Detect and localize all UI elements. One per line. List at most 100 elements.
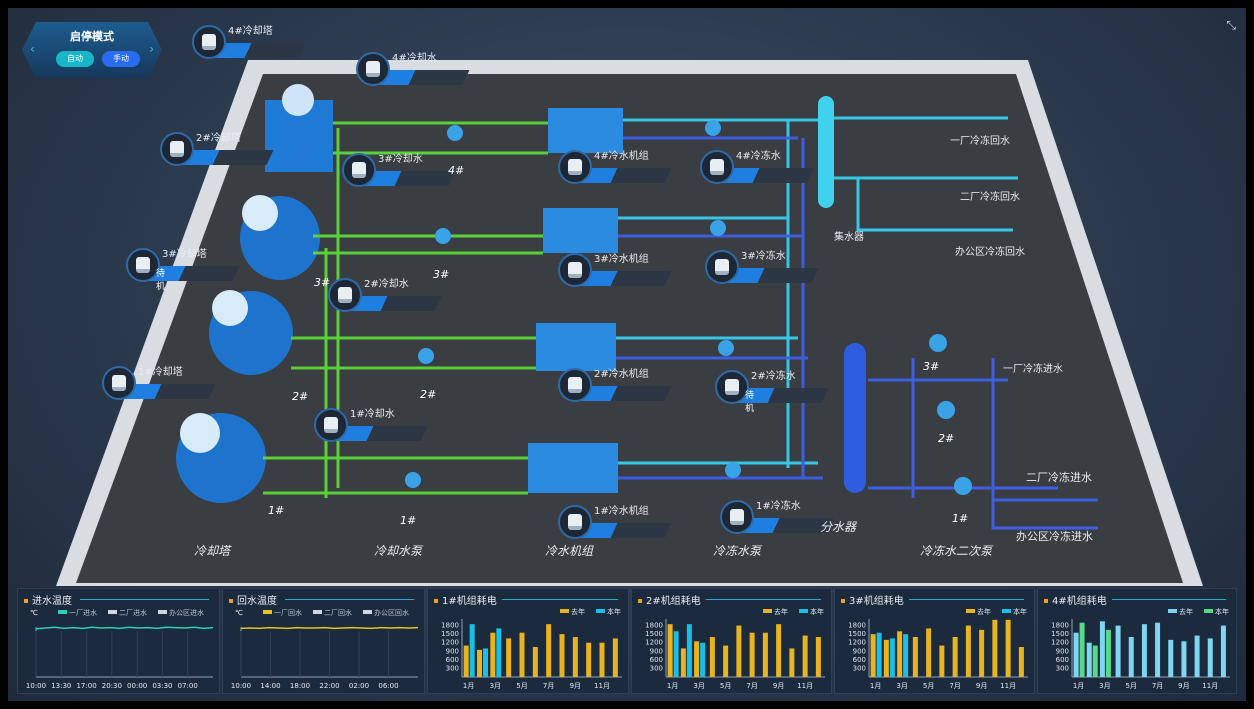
pump-number: 1# — [952, 512, 969, 525]
equipment-label: 3#冷水机组 — [594, 254, 649, 265]
device-icon — [558, 150, 592, 184]
pump-number: 2# — [938, 432, 955, 445]
y-tick-label: 1200 — [441, 639, 459, 647]
category-cooling-pump: 冷却水泵 — [374, 544, 423, 558]
pump-number: 3# — [923, 360, 940, 373]
title-divider — [285, 599, 414, 600]
legend-swatch — [1002, 609, 1011, 613]
x-tick-label: 3月 — [490, 682, 501, 690]
x-tick-label: 3月 — [1099, 682, 1110, 690]
equipment-label: 4#冷却水 — [392, 53, 437, 64]
pump-number: 2# — [420, 388, 437, 401]
device-icon — [160, 132, 194, 166]
category-chilled-pump: 冷冻水泵 — [713, 544, 762, 558]
category-cooling-tower: 冷却塔 — [194, 544, 231, 558]
category-divider: 分水器 — [820, 520, 857, 534]
equipment-label: 1#冷水机组 — [594, 506, 649, 517]
bar-去年-10月 — [1194, 635, 1200, 677]
bar-去年-7月 — [1155, 622, 1161, 677]
device-icon — [192, 25, 226, 59]
equipment-label: 3#冷冻水 — [741, 251, 786, 262]
equipment-label: 1#冷却水 — [350, 409, 395, 420]
bar-去年-11月 — [1005, 619, 1011, 677]
bar-去年-1月 — [1073, 632, 1079, 677]
x-tick-label: 18:00 — [290, 682, 310, 690]
x-tick-label: 06:00 — [378, 682, 398, 690]
legend-label: 办公区回水 — [374, 608, 409, 617]
series-line-一厂进水 — [35, 626, 214, 630]
bar-去年-2月 — [680, 648, 686, 677]
x-tick-label: 5月 — [923, 682, 934, 690]
legend-label: 二厂进水 — [119, 608, 147, 617]
legend-label: 办公区进水 — [169, 608, 204, 617]
bar-去年-2月 — [1086, 642, 1092, 677]
title-divider — [502, 599, 618, 600]
x-tick-label: 1月 — [1073, 682, 1084, 690]
y-tick-label: 300 — [650, 664, 663, 672]
bar-本年-2月 — [889, 638, 895, 677]
equipment-label: 2#冷却水 — [364, 279, 409, 290]
y-tick-label: 1200 — [848, 639, 866, 647]
bar-去年-5月 — [926, 628, 932, 677]
status-text: 待机 — [745, 391, 755, 414]
auto-button[interactable]: 自动 — [56, 51, 94, 67]
y-tick-label: 300 — [446, 664, 459, 672]
y-tick-label: 1500 — [1051, 630, 1069, 638]
manual-button[interactable]: 手动 — [102, 51, 140, 67]
x-tick-label: 10:00 — [26, 682, 46, 690]
bar-去年-7月 — [749, 632, 755, 677]
y-tick-label: 1200 — [645, 639, 663, 647]
y-tick-label: 600 — [853, 656, 866, 664]
category-secondary-pump: 冷冻水二次泵 — [920, 544, 993, 558]
bar-去年-3月 — [1099, 621, 1105, 677]
chillers — [528, 108, 623, 493]
x-tick-label: 00:00 — [127, 682, 147, 690]
bar-去年-9月 — [979, 629, 985, 677]
bar-去年-12月 — [1018, 647, 1024, 677]
y-tick-label: 1200 — [1051, 639, 1069, 647]
device-icon — [700, 150, 734, 184]
label-r2: 二厂冷冻回水 — [960, 192, 1020, 203]
bar-本年-1月 — [876, 632, 882, 677]
bar-去年-4月 — [506, 638, 512, 677]
x-tick-label: 3月 — [896, 682, 907, 690]
device-icon — [102, 366, 136, 400]
y-tick-label: 1800 — [645, 622, 663, 630]
category-chiller: 冷水机组 — [545, 544, 594, 558]
bar-去年-1月 — [667, 624, 673, 677]
legend-swatch — [1204, 609, 1213, 613]
label-s3: 办公区冷冻进水 — [1016, 530, 1093, 543]
x-tick-label: 11月 — [594, 682, 610, 690]
label-s1: 一厂冷冻进水 — [1003, 364, 1063, 375]
start-stop-mode-panel: ‹ › 启停模式 自动 手动 — [22, 22, 162, 78]
x-tick-label: 02:00 — [349, 682, 369, 690]
x-tick-label: 7月 — [543, 682, 554, 690]
chevron-left-icon[interactable]: ‹ — [30, 42, 35, 56]
unit-label: ℃ — [235, 609, 243, 617]
bar-本年-1月 — [673, 631, 679, 677]
x-tick-label: 9月 — [570, 682, 581, 690]
x-tick-label: 11月 — [1000, 682, 1016, 690]
bar-去年-4月 — [709, 637, 715, 677]
y-tick-label: 1800 — [848, 622, 866, 630]
y-tick-label: 600 — [446, 656, 459, 664]
fullscreen-exit-icon[interactable]: ⤡ — [1226, 18, 1236, 32]
bar-去年-1月 — [463, 645, 469, 677]
chevron-right-icon[interactable]: › — [149, 42, 154, 56]
floor — [76, 74, 1183, 583]
legend-label: 本年 — [1013, 607, 1027, 616]
x-tick-label: 9月 — [1178, 682, 1189, 690]
equipment-label: 1#冷却塔 — [138, 367, 183, 378]
bar-去年-3月 — [490, 632, 496, 677]
device-icon — [715, 370, 749, 404]
chart-title: 4#机组耗电 — [1044, 592, 1107, 607]
bar-去年-8月 — [762, 632, 768, 677]
bar-去年-9月 — [1181, 641, 1187, 677]
bar-去年-6月 — [1141, 624, 1147, 677]
y-tick-label: 300 — [1056, 664, 1069, 672]
legend-swatch — [763, 609, 772, 613]
